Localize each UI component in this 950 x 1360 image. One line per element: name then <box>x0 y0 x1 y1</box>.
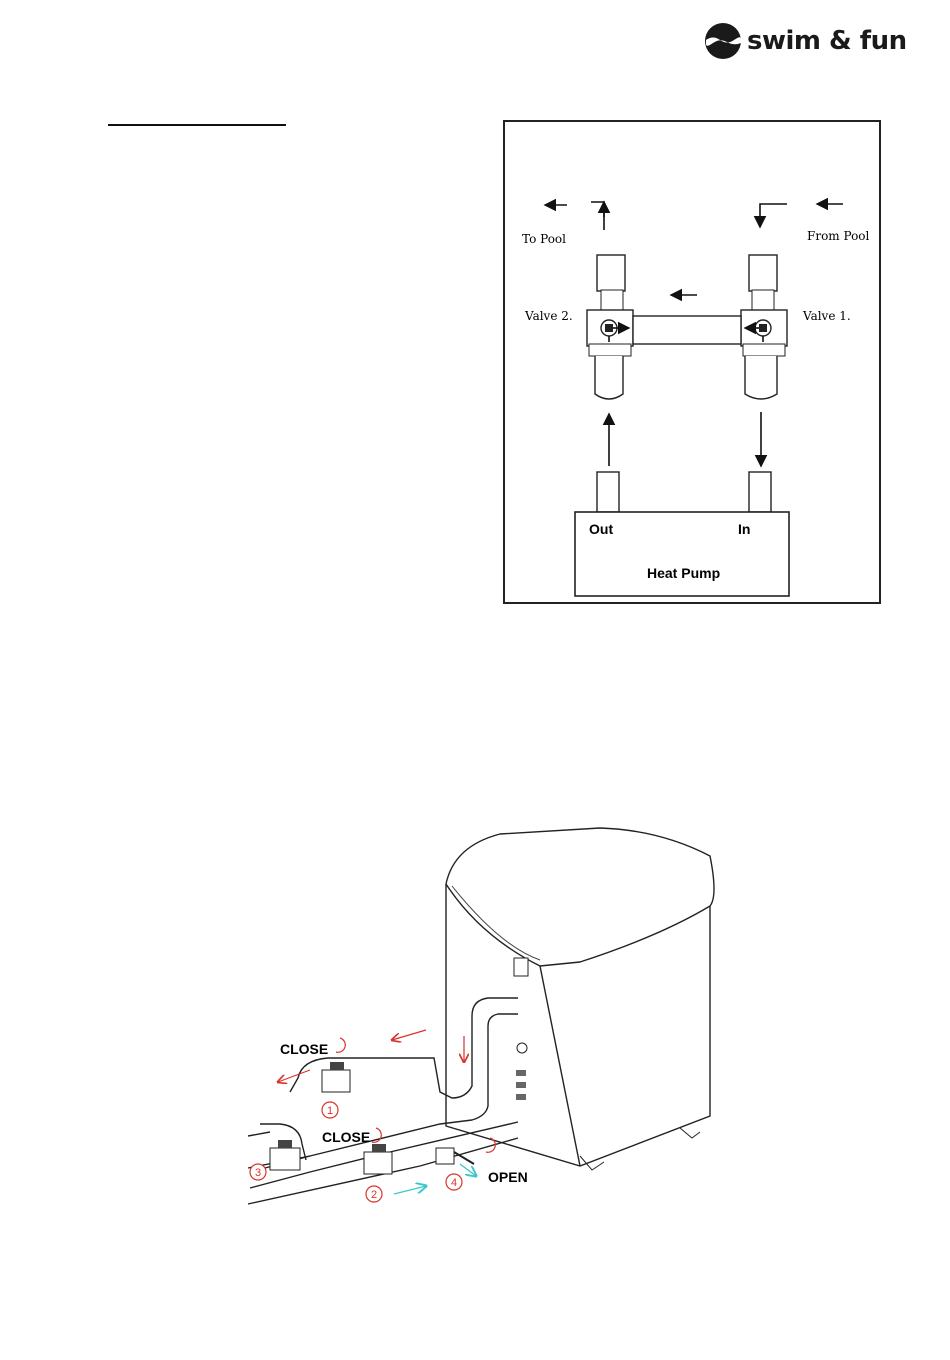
rotate-arrow-1 <box>336 1038 345 1052</box>
label-valve-1: Valve 1. <box>802 309 851 323</box>
svg-text:1: 1 <box>327 1105 333 1117</box>
valve-3-icon <box>270 1140 300 1170</box>
badge-2: 2 <box>366 1186 382 1202</box>
brand-logo-icon <box>703 21 743 61</box>
badge-3: 3 <box>250 1164 266 1180</box>
label-in: In <box>738 521 750 537</box>
label-valve-2: Valve 2. <box>524 309 573 323</box>
brand-logo: swim & fun <box>703 20 918 62</box>
label-from-pool: From Pool <box>807 229 870 243</box>
svg-text:3: 3 <box>255 1167 261 1179</box>
valve-2-icon <box>364 1144 392 1174</box>
label-close-2: CLOSE <box>322 1129 370 1145</box>
valve-bypass-diagram: To Pool From Pool Valve 2. Valve 1. <box>503 120 881 604</box>
section-heading-rule <box>108 124 286 126</box>
label-heat-pump: Heat Pump <box>647 565 720 581</box>
flow-arrow-down-corner <box>760 204 787 227</box>
flow-arrow-red-left <box>278 1070 310 1082</box>
badge-4: 4 <box>446 1174 462 1190</box>
svg-text:2: 2 <box>371 1189 377 1201</box>
flow-arrow-cyan-2 <box>460 1164 476 1176</box>
valve-2-body <box>587 310 633 356</box>
svg-text:4: 4 <box>451 1177 457 1189</box>
label-out: Out <box>589 521 613 537</box>
brand-name: swim & fun <box>747 26 907 56</box>
flow-arrow-red-top <box>392 1030 426 1040</box>
bypass-pipe <box>633 316 741 344</box>
heat-pump-unit <box>446 828 714 1170</box>
flow-arrow-cyan-1 <box>394 1186 426 1194</box>
valve-1-body <box>741 310 787 356</box>
label-open: OPEN <box>488 1169 528 1185</box>
flow-arrow-up-corner <box>591 202 604 230</box>
heat-pump-installation-illustration: CLOSE CLOSE OPEN 1 2 3 4 <box>240 826 720 1220</box>
valve-1-icon <box>322 1062 350 1092</box>
label-to-pool: To Pool <box>522 232 566 246</box>
badge-1: 1 <box>322 1102 338 1118</box>
label-close-1: CLOSE <box>280 1041 328 1057</box>
